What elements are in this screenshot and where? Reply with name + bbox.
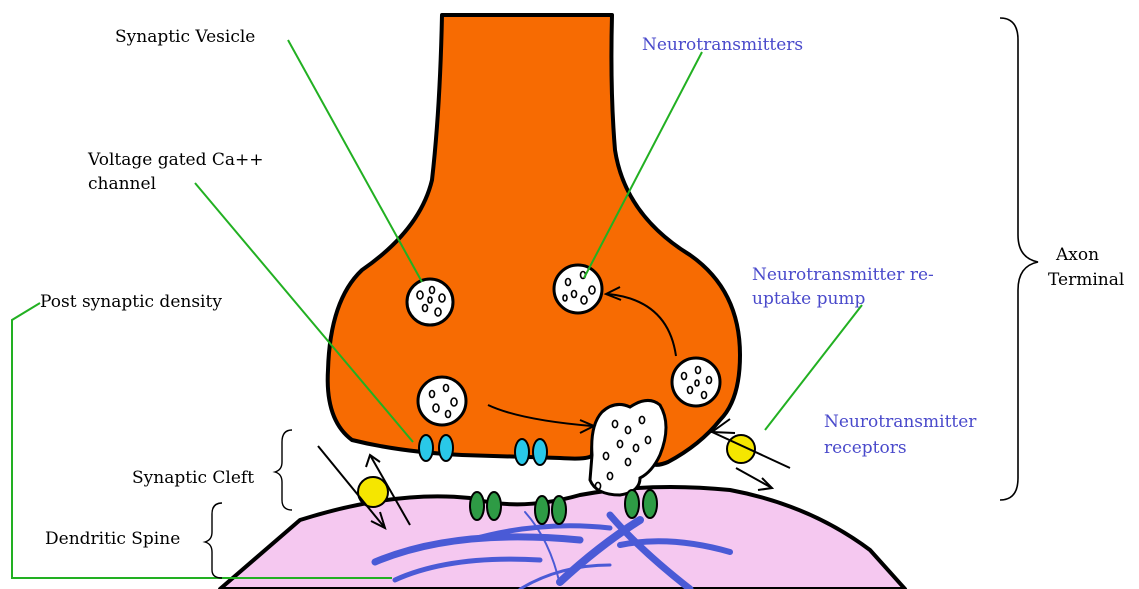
label-receptors-line2: receptors	[824, 436, 907, 460]
synaptic-vesicle-4	[672, 358, 720, 406]
label-synaptic-cleft: Synaptic Cleft	[132, 466, 254, 490]
synaptic-vesicle-3	[418, 377, 466, 425]
label-reuptake-line1: Neurotransmitter re-	[752, 263, 934, 287]
fusing-vesicle	[590, 400, 666, 495]
label-neurotransmitters: Neurotransmitters	[642, 33, 803, 57]
label-axon: Axon	[1056, 243, 1099, 267]
synaptic-vesicle-1	[407, 279, 453, 325]
label-dendritic-spine: Dendritic Spine	[45, 527, 180, 551]
axon-terminal-brace	[1000, 18, 1038, 500]
label-reuptake-line2: uptake pump	[752, 287, 865, 311]
label-terminal: Terminal	[1048, 268, 1124, 292]
label-receptors-line1: Neurotransmitter	[824, 410, 976, 434]
label-post-synaptic-density: Post synaptic density	[40, 290, 222, 314]
synaptic-vesicle-2	[554, 265, 602, 313]
dendritic-spine-brace	[205, 503, 222, 578]
label-voltage-gated-line2: channel	[88, 172, 156, 196]
label-synaptic-vesicle: Synaptic Vesicle	[115, 25, 255, 49]
label-voltage-gated-line1: Voltage gated Ca++	[88, 148, 264, 172]
reuptake-pump-left	[358, 477, 388, 507]
synaptic-cleft-brace	[275, 430, 292, 510]
